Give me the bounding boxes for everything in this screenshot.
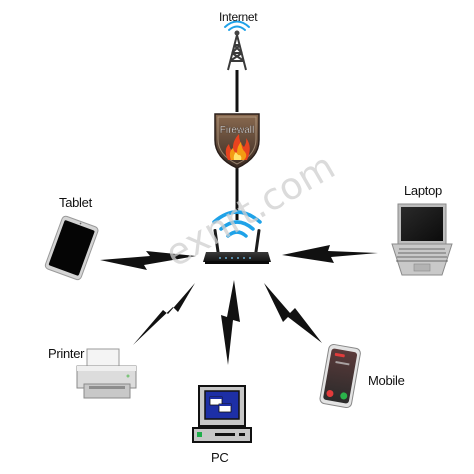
laptop-label: Laptop	[404, 183, 442, 198]
printer-icon[interactable]	[76, 348, 137, 399]
wifi-signal-icon	[212, 210, 262, 238]
tablet-icon[interactable]	[44, 215, 99, 281]
wireless-links	[100, 245, 378, 365]
firewall-flame	[225, 134, 250, 160]
mobile-label: Mobile	[368, 373, 405, 388]
laptop-icon[interactable]	[391, 203, 453, 276]
firewall-label: Firewall	[220, 125, 254, 136]
wireless-link-mobile	[264, 283, 322, 343]
firewall-shield-icon[interactable]	[214, 113, 260, 169]
wifi-router-icon[interactable]	[203, 210, 271, 264]
smartphone-icon[interactable]	[319, 343, 361, 409]
pc-label: PC	[211, 450, 229, 465]
wireless-link-pc	[221, 280, 240, 365]
wireless-link-laptop	[282, 245, 378, 263]
wireless-link-printer	[133, 283, 195, 345]
tablet-label: Tablet	[59, 195, 92, 210]
desktop-pc-icon[interactable]	[192, 385, 252, 443]
printer-label: Printer	[48, 346, 85, 361]
internet-label: Internet	[219, 10, 258, 24]
wireless-link-tablet	[100, 251, 196, 270]
antenna-tower-icon[interactable]	[224, 20, 250, 71]
